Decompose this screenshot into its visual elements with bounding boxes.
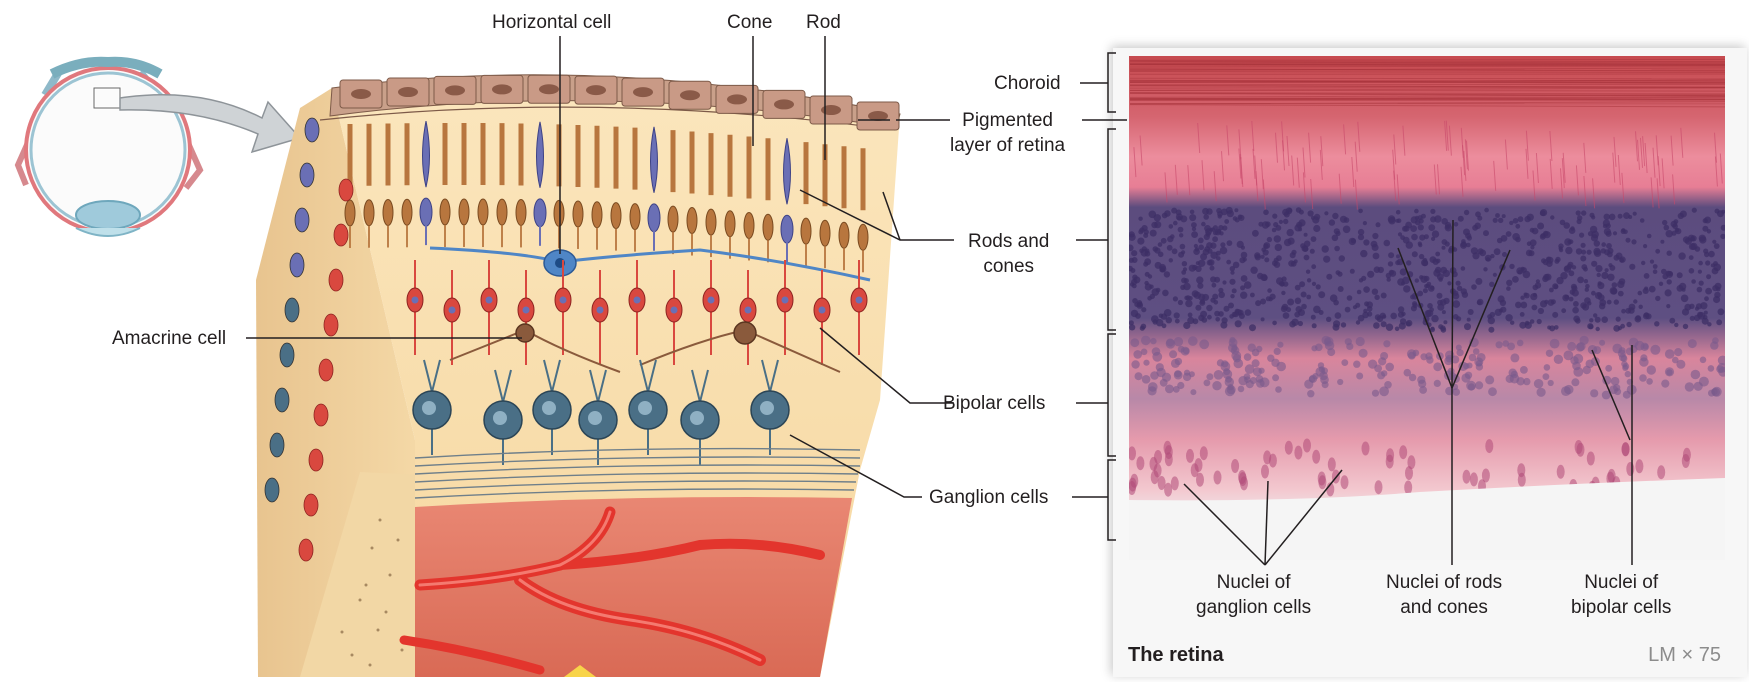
side-cell [275, 388, 289, 412]
label-nuclei-bipolar: Nuclei of bipolar cells [1571, 570, 1671, 620]
pigment-nucleus [492, 84, 512, 94]
eye-inset [18, 62, 200, 236]
rod-body [687, 208, 697, 234]
pigment-nucleus [633, 87, 653, 97]
label-nuclei-ganglion: Nuclei of ganglion cells [1196, 570, 1311, 620]
pigment-nucleus [445, 85, 465, 95]
ganglion-nucleus [760, 401, 774, 415]
rod-body [345, 200, 355, 226]
rod-body [706, 209, 716, 235]
bipolar-nucleus [745, 307, 752, 314]
label-amacrine-cell: Amacrine cell [112, 326, 226, 351]
ganglion-nucleus [588, 411, 602, 425]
side-cell [290, 253, 304, 277]
choroid-block [415, 497, 852, 677]
rod-body [611, 203, 621, 229]
side-cell [329, 269, 343, 291]
rod-body [801, 218, 811, 244]
bipolar-nucleus [708, 297, 715, 304]
pigment-nucleus [774, 99, 794, 109]
pigment-nucleus [398, 87, 418, 97]
pigment-nucleus [680, 90, 700, 100]
rod-body [440, 199, 450, 225]
rod-body [725, 211, 735, 237]
rod-body [744, 212, 754, 238]
side-cell [280, 343, 294, 367]
label-rods-and-cones: Rods and cones [968, 229, 1049, 279]
rod-body [364, 200, 374, 226]
bipolar-nucleus [819, 307, 826, 314]
side-cell [299, 539, 313, 561]
rod-body [554, 200, 564, 226]
side-cell [309, 449, 323, 471]
label-pigmented-layer: Pigmented layer of retina [950, 108, 1065, 158]
bipolar-nucleus [634, 297, 641, 304]
pigment-nucleus [351, 89, 371, 99]
rod-body [858, 224, 868, 250]
bipolar-nucleus [412, 297, 419, 304]
side-cell [319, 359, 333, 381]
label-horizontal-cell: Horizontal cell [492, 10, 611, 35]
rod-body [402, 199, 412, 225]
cone-body [420, 198, 432, 226]
rod-body [839, 222, 849, 248]
pigment-nucleus [727, 94, 747, 104]
ganglion-nucleus [638, 401, 652, 415]
rod-body [516, 199, 526, 225]
bipolar-nucleus [671, 307, 678, 314]
rod-body [820, 220, 830, 246]
ganglion-nucleus [422, 401, 436, 415]
label-cone: Cone [727, 10, 772, 35]
rod-body [459, 199, 469, 225]
pigment-nucleus [539, 84, 559, 94]
bipolar-nucleus [597, 307, 604, 314]
side-cell [285, 298, 299, 322]
label-choroid: Choroid [994, 71, 1061, 96]
bipolar-nucleus [856, 297, 863, 304]
side-cell [334, 224, 348, 246]
side-cell [314, 404, 328, 426]
side-cell [304, 494, 318, 516]
ganglion-nucleus [542, 401, 556, 415]
figure-caption: The retina [1128, 644, 1224, 667]
side-cell [270, 433, 284, 457]
bipolar-nucleus [449, 307, 456, 314]
rod-body [630, 204, 640, 230]
pigment-nucleus [586, 85, 606, 95]
side-cell [339, 179, 353, 201]
magnification-label: LM × 75 [1648, 644, 1721, 667]
side-cell [295, 208, 309, 232]
ganglion-nucleus [493, 411, 507, 425]
cone-body [648, 204, 660, 232]
bipolar-nucleus [782, 297, 789, 304]
rod-body [592, 202, 602, 228]
bipolar-nucleus [523, 307, 530, 314]
side-cell [305, 118, 319, 142]
label-rod: Rod [806, 10, 841, 35]
bipolar-nucleus [486, 297, 493, 304]
ganglion-nucleus [690, 411, 704, 425]
pigment-nucleus [821, 105, 841, 115]
rod-body [383, 199, 393, 225]
rod-body [668, 206, 678, 232]
side-cell [324, 314, 338, 336]
cone-body [781, 215, 793, 243]
label-bipolar-cells: Bipolar cells [943, 391, 1045, 416]
micrograph-area [1127, 56, 1728, 560]
bipolar-nucleus [560, 297, 567, 304]
side-cell [300, 163, 314, 187]
side-cell [265, 478, 279, 502]
rod-body [478, 199, 488, 225]
label-ganglion-cells: Ganglion cells [929, 485, 1048, 510]
rod-body [573, 201, 583, 227]
rod-body [497, 199, 507, 225]
rod-body [763, 214, 773, 240]
cone-body [534, 199, 546, 227]
label-nuclei-rods-cones: Nuclei of rods and cones [1386, 570, 1502, 620]
layer-brackets [1072, 53, 1127, 540]
